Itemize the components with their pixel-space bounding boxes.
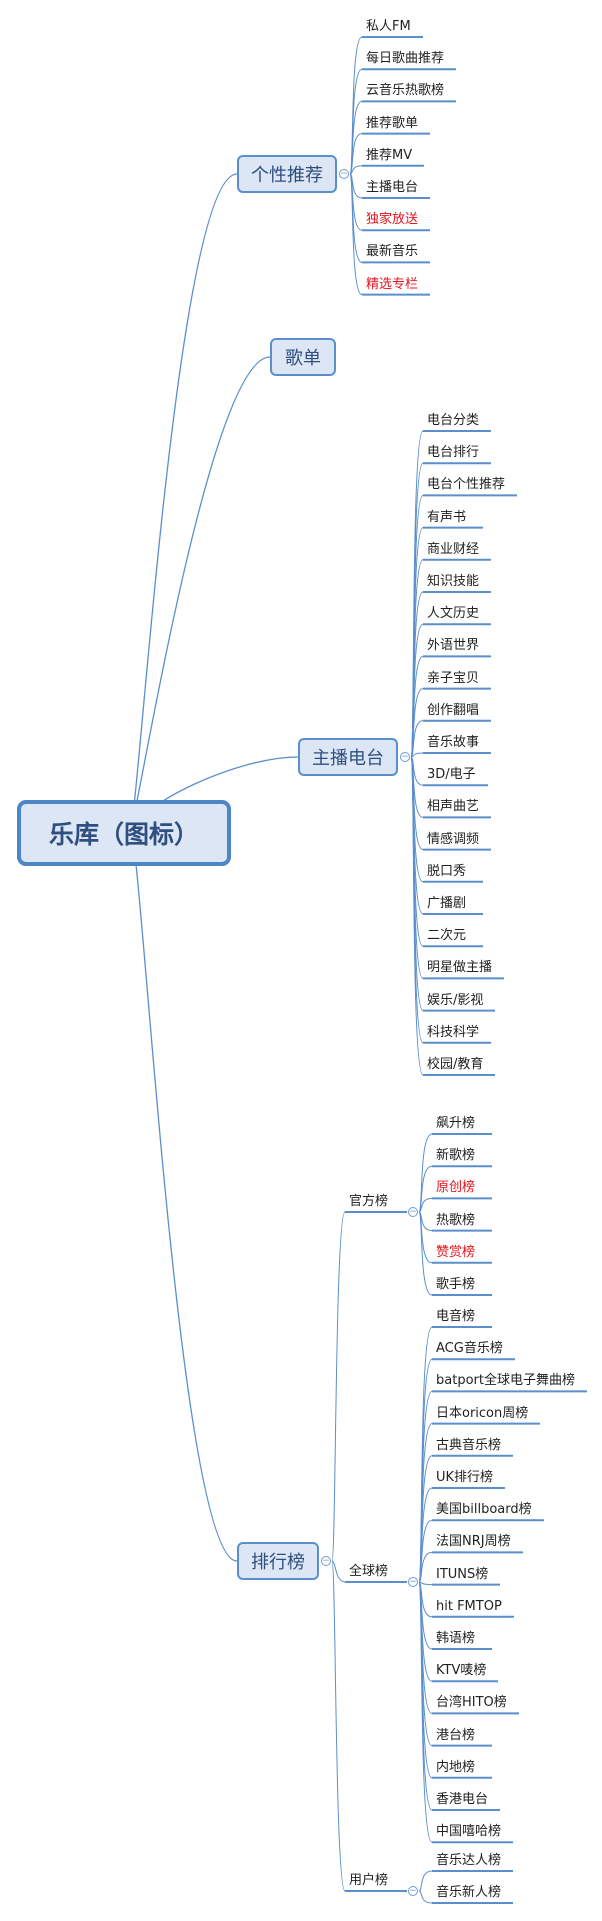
connector-line [331,1560,346,1583]
leaf-node[interactable]: 亲子宝贝 [427,670,480,686]
connector-line [129,831,238,1562]
leaf-node[interactable]: 相声曲艺 [427,799,480,815]
collapse-toggle-icon[interactable]: − [400,752,410,762]
leaf-node[interactable]: 校园/教育 [427,1057,484,1072]
subgroup-node[interactable]: 全球榜 [349,1564,389,1579]
leaf-node[interactable]: 古典音乐榜 [436,1437,502,1453]
collapse-toggle-icon[interactable]: − [408,1577,418,1587]
leaf-node[interactable]: 热歌榜 [436,1212,476,1228]
leaf-node[interactable]: 精选专栏 [366,276,419,292]
leaf-node[interactable]: 韩语榜 [436,1631,476,1646]
branch-node[interactable]: 歌单 [270,338,336,376]
leaf-node[interactable]: 主播电台 [366,180,419,195]
leaf-node[interactable]: 音乐故事 [427,735,480,750]
connector-line [418,1870,433,1892]
leaf-node[interactable]: 香港电台 [436,1792,489,1807]
leaf-node[interactable]: 3D/电子 [427,767,476,783]
collapse-toggle-icon[interactable]: − [408,1207,418,1217]
branch-node[interactable]: 个性推荐 [237,155,337,193]
connector-line [331,1560,346,1892]
leaf-node[interactable]: UK排行榜 [436,1470,494,1485]
leaf-node[interactable]: 中国嘻哈榜 [436,1824,502,1840]
leaf-node[interactable]: 飙升榜 [436,1116,476,1131]
leaf-node[interactable]: 美国billboard榜 [436,1502,532,1518]
leaf-node[interactable]: 新歌榜 [436,1148,476,1164]
collapse-toggle-icon[interactable]: − [408,1886,418,1896]
collapse-toggle-icon[interactable]: − [321,1556,331,1566]
leaf-node[interactable]: 知识技能 [427,574,480,589]
connector-line [418,1581,433,1843]
leaf-node[interactable]: 电台个性推荐 [427,477,506,493]
collapse-toggle-icon[interactable]: − [339,169,349,179]
branch-node[interactable]: 排行榜 [237,1542,319,1580]
connector-line [418,1197,433,1213]
leaf-node[interactable]: 原创榜 [436,1180,476,1196]
leaf-node[interactable]: 私人FM [366,19,411,34]
connector-line [418,1165,433,1213]
leaf-node[interactable]: 外语世界 [427,638,480,654]
leaf-node[interactable]: 日本oricon周榜 [436,1405,529,1421]
connector-line [418,1890,433,1904]
connector-line [349,133,363,175]
subgroup-node[interactable]: 官方榜 [349,1194,389,1209]
connector-line [410,752,424,758]
leaf-node[interactable]: 广播剧 [427,896,467,911]
connector-line [418,1551,433,1583]
leaf-node[interactable]: ACG音乐榜 [436,1341,503,1357]
leaf-node[interactable]: 电台分类 [427,413,480,428]
leaf-node[interactable]: 最新音乐 [366,244,419,260]
leaf-node[interactable]: 港台榜 [436,1727,476,1743]
leaf-node[interactable]: 内地榜 [436,1759,476,1775]
leaf-node[interactable]: 赞赏榜 [436,1244,476,1260]
leaf-node[interactable]: 推荐歌单 [366,115,419,131]
branch-node[interactable]: 主播电台 [298,738,398,776]
leaf-node[interactable]: 电音榜 [436,1309,476,1324]
leaf-node[interactable]: 音乐达人榜 [436,1853,502,1868]
leaf-node[interactable]: 娱乐/影视 [427,992,484,1008]
connector-line [349,173,363,296]
leaf-node[interactable]: batport全球电子舞曲榜 [436,1373,575,1389]
leaf-node[interactable]: 脱口秀 [427,863,467,879]
leaf-node[interactable]: 音乐新人榜 [436,1885,502,1900]
leaf-node[interactable]: 情感调频 [427,831,480,847]
leaf-node[interactable]: 商业财经 [427,541,480,557]
leaf-node[interactable]: 歌手榜 [436,1277,476,1292]
leaf-node[interactable]: 科技科学 [427,1024,480,1040]
leaf-node[interactable]: 明星做主播 [427,960,493,976]
leaf-node[interactable]: ITUNS榜 [436,1566,489,1582]
connector-line [418,1581,433,1586]
leaf-node[interactable]: KTV唛榜 [436,1663,487,1679]
leaf-node[interactable]: 独家放送 [366,212,419,228]
connector-line [349,165,363,175]
leaf-node[interactable]: 推荐MV [366,147,413,163]
connector-line [410,756,424,1076]
connector-line [331,1211,346,1562]
subgroup-node[interactable]: 用户榜 [349,1873,389,1888]
connector-line [129,356,271,834]
leaf-node[interactable]: 二次元 [427,928,467,944]
leaf-node[interactable]: 法国NRJ周榜 [436,1534,511,1550]
leaf-node[interactable]: 电台排行 [427,445,480,461]
leaf-node[interactable]: 台湾HITO榜 [436,1695,507,1711]
root-node[interactable]: 乐库（图标） [17,800,231,866]
leaf-node[interactable]: 有声书 [427,509,467,525]
leaf-node[interactable]: hit FMTOP [436,1598,502,1614]
leaf-node[interactable]: 每日歌曲推荐 [366,51,445,67]
connector-line [418,1211,433,1296]
connector-line [129,173,238,834]
leaf-node[interactable]: 创作翻唱 [427,702,480,718]
leaf-node[interactable]: 人文历史 [427,606,480,622]
connector-line [410,720,424,758]
leaf-node[interactable]: 云音乐热歌榜 [366,83,445,99]
